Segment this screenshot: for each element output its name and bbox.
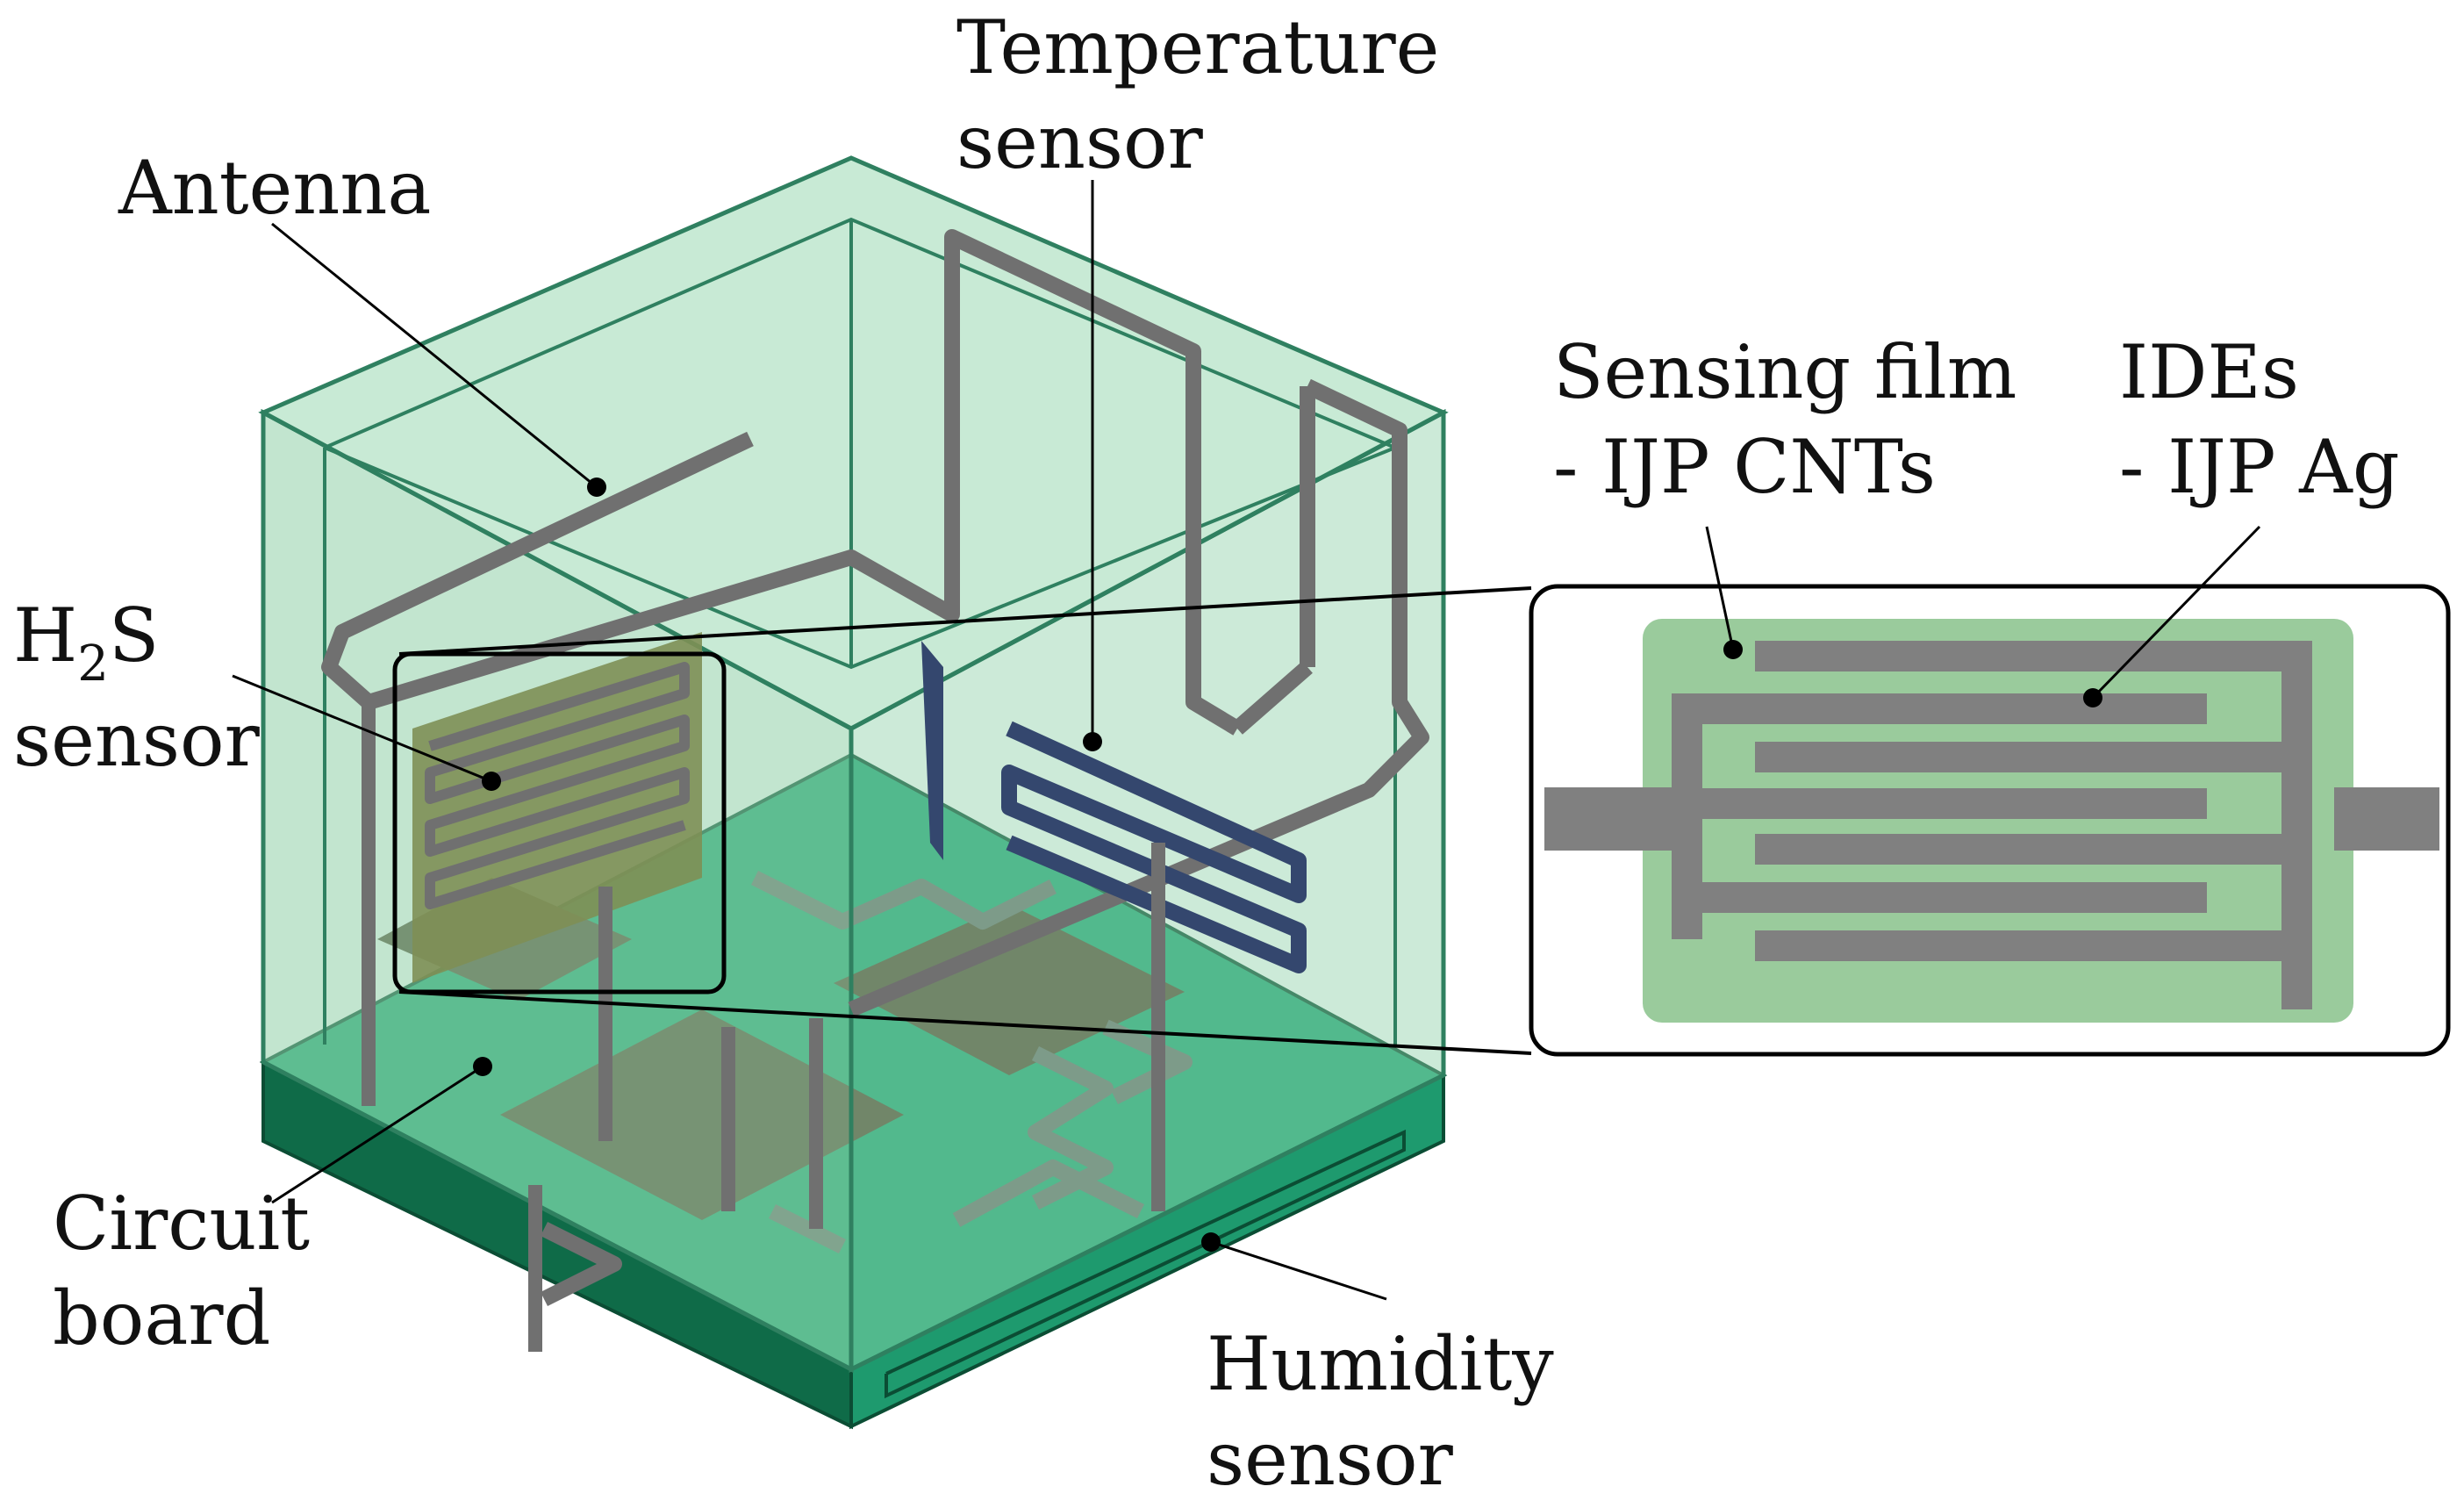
h2s-sensor-label: H2S sensor — [13, 588, 260, 787]
sensing-film-label-line1: Sensing film — [1553, 329, 2017, 415]
h2s-sensor — [412, 632, 702, 983]
circuit-label-line1: Circuit — [53, 1181, 311, 1267]
chip-rear — [834, 904, 1185, 1075]
ides-label-line2: - IJP Ag — [2119, 424, 2400, 510]
sensing-film-label: Sensing film - IJP CNTs — [1553, 325, 2016, 514]
zoom-callout-bottom — [398, 990, 1532, 1055]
ide-fingers-left — [1672, 693, 2207, 939]
wiring-posts — [362, 702, 1165, 1352]
humidity-sensor-label: Humidity sensor — [1207, 1317, 1554, 1506]
h2s-label-prefix: H — [13, 592, 78, 679]
circuit-board-label: Circuit board — [53, 1176, 310, 1366]
ides-label: IDEs - IJP Ag — [2119, 325, 2400, 514]
zoom-callout-top — [398, 586, 1532, 656]
ides-label-line1: IDEs — [2119, 329, 2299, 415]
temperature-sensor — [921, 641, 1307, 973]
temperature-label-line1: Temperature — [956, 4, 1440, 90]
temperature-label-line2: sensor — [956, 99, 1203, 185]
zoom-source-box — [392, 651, 727, 995]
h2s-label-line1: H2S — [13, 588, 260, 693]
ide-contact-left — [1544, 787, 1676, 851]
humidity-label-line2: sensor — [1207, 1416, 1453, 1502]
circuit-label-line2: board — [53, 1275, 271, 1361]
humidity-label-line1: Humidity — [1207, 1321, 1554, 1407]
antenna-label-text: Antenna — [118, 145, 432, 231]
h2s-label-line2: sensor — [13, 697, 260, 783]
temperature-sensor-label: Temperature sensor — [956, 0, 1439, 190]
antenna-label: Antenna — [118, 140, 432, 235]
ide-fingers-right — [1755, 641, 2312, 1009]
leader-dots — [473, 478, 2102, 1252]
sensing-film-area — [1643, 619, 2353, 1023]
humidity-sensor-slot — [885, 1129, 1406, 1399]
temperature-meander — [1001, 721, 1307, 973]
h2s-label-subscript: 2 — [77, 636, 109, 693]
leader-lines — [232, 180, 2261, 1301]
h2s-label-suffix: S — [108, 592, 160, 679]
antenna-trace — [321, 229, 1429, 1017]
sensing-film-label-line2: - IJP CNTs — [1553, 424, 1936, 510]
h2s-meander — [425, 662, 690, 909]
ide-contact-right — [2334, 787, 2439, 851]
